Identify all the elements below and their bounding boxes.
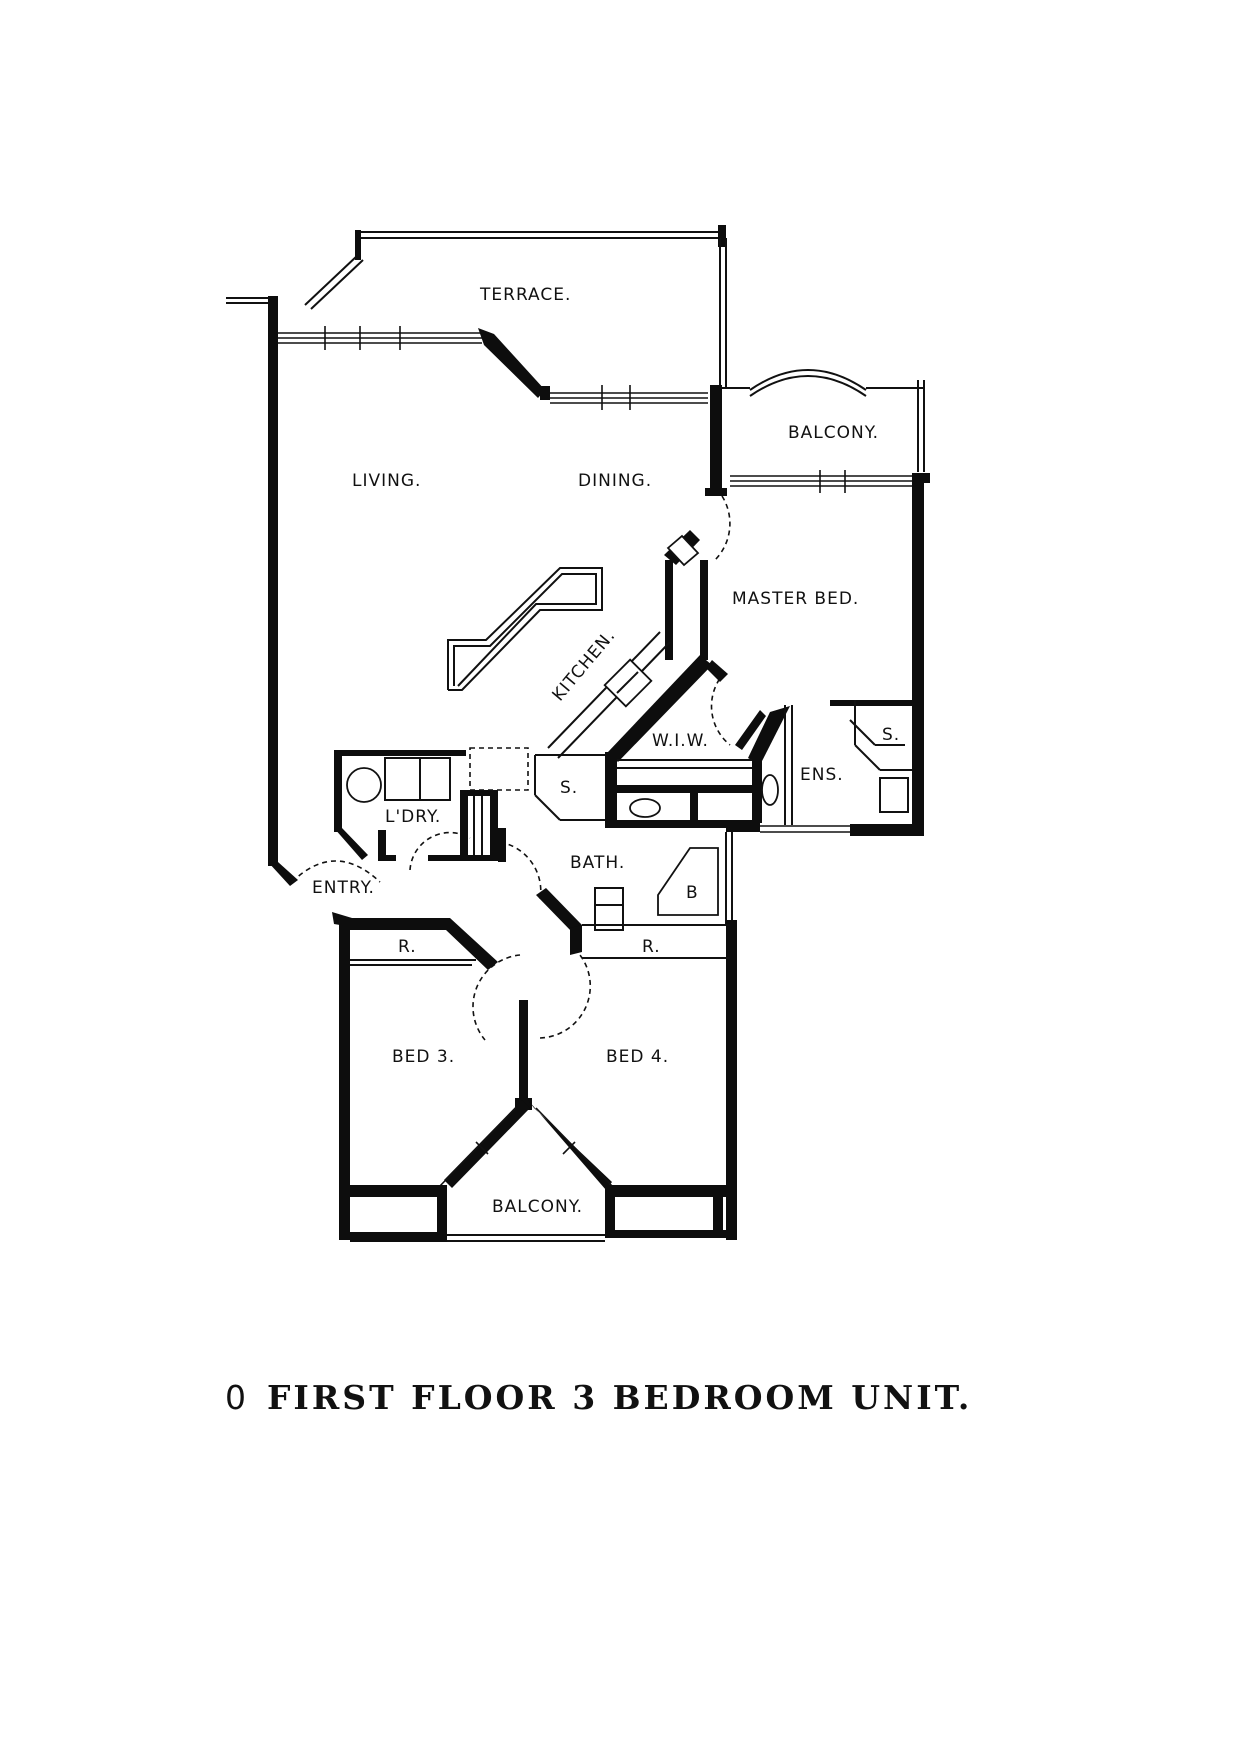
label-balcony-bottom: BALCONY. <box>492 1197 583 1217</box>
exterior-walls <box>268 296 930 1240</box>
laundry-fixtures <box>346 747 529 803</box>
label-bed4: BED 4. <box>606 1047 669 1067</box>
terrace-outline <box>226 225 727 388</box>
plan-caption: 0 FIRST FLOOR 3 BEDROOM UNIT. <box>225 1378 1125 1422</box>
label-bed3: BED 3. <box>392 1047 455 1067</box>
label-entry: ENTRY. <box>312 878 375 898</box>
label-terrace: TERRACE. <box>479 285 571 305</box>
bath-fixtures <box>594 798 719 931</box>
label-dining: DINING. <box>578 471 652 491</box>
label-robe-right: R. <box>642 937 661 957</box>
balcony-top-outline <box>722 369 925 493</box>
label-ens-shower: S. <box>882 725 900 745</box>
living-glazing <box>276 326 708 410</box>
caption-text: FIRST FLOOR 3 BEDROOM UNIT. <box>267 1378 973 1417</box>
label-living: LIVING. <box>352 471 421 491</box>
label-bath-tub: B <box>686 883 699 903</box>
label-ens: ENS. <box>800 765 844 785</box>
label-kitchen: KITCHEN. <box>549 626 620 706</box>
label-robe-left: R. <box>398 937 417 957</box>
label-store: S. <box>560 778 578 798</box>
kitchen-sink <box>603 658 653 708</box>
label-wiw: W.I.W. <box>652 731 709 751</box>
ensuite-fixtures <box>761 774 909 813</box>
kitchen-island <box>447 567 603 691</box>
label-bath: BATH. <box>570 853 625 873</box>
label-laundry: L'DRY. <box>385 807 441 827</box>
interior-walls <box>334 530 912 1242</box>
label-master-bed: MASTER BED. <box>732 589 859 609</box>
label-balcony-top: BALCONY. <box>788 423 879 443</box>
caption-number: 0 <box>225 1378 249 1417</box>
